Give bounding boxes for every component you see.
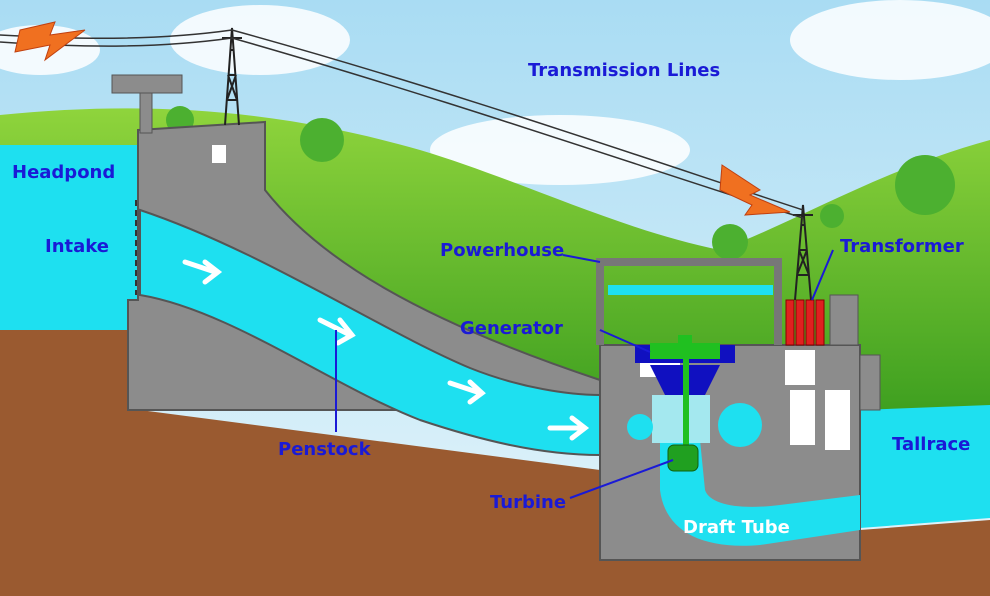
label-transformer: Transformer: [840, 236, 964, 257]
label-intake: Intake: [45, 236, 109, 257]
draft-tube: [660, 440, 860, 546]
label-tailrace: Tallrace: [892, 434, 970, 455]
ground: [0, 300, 990, 596]
label-generator: Generator: [460, 318, 563, 339]
label-penstock: Penstock: [278, 439, 372, 460]
transmission-tower-right: [793, 204, 813, 301]
transmission-lines: [0, 29, 804, 219]
gate-structure: [111, 74, 183, 94]
label-turbine: Turbine: [490, 492, 566, 513]
lightning-icon: [14, 21, 86, 62]
transmission-tower-left: [222, 27, 242, 126]
tailrace-water: [860, 405, 990, 528]
label-transmission-lines: Transmission Lines: [528, 60, 720, 81]
label-headpond: Headpond: [12, 162, 115, 183]
trees: [166, 106, 955, 260]
transformer: [785, 299, 825, 346]
headpond-water: [0, 145, 145, 330]
generator: [635, 335, 735, 455]
label-draft-tube: Draft Tube: [683, 517, 790, 538]
turbine: [667, 444, 699, 472]
powerhouse-roof: [596, 258, 782, 345]
leader-lines: [335, 249, 834, 499]
label-powerhouse: Powerhouse: [440, 240, 564, 261]
lightning-icon: [719, 164, 791, 216]
